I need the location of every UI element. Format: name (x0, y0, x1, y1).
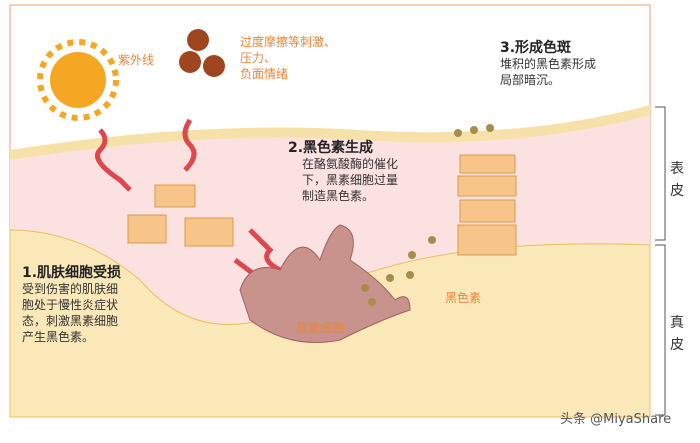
epidermis-label: 表 皮 (670, 158, 684, 202)
step1-title: 1.肌肤细胞受损 (22, 265, 122, 281)
epidermis-char: 皮 (670, 183, 684, 199)
melanin-label: 黑色素 (445, 291, 482, 305)
step3: 3.形成色斑 堆积的黑色素形成 局部暗沉。 (500, 40, 596, 88)
step3-line: 堆积的黑色素形成 (500, 57, 597, 71)
step1-line: 产生黑色素。 (22, 330, 95, 344)
skin-cells (127, 154, 517, 256)
stress-balls-icon (179, 29, 225, 77)
step2-line: 下，黑素细胞过量 (302, 173, 399, 187)
stimulus-line: 压力、 (240, 51, 277, 65)
sun-icon (37, 39, 119, 121)
step1-line: 态，刺激黑素细胞 (22, 314, 119, 328)
dermis-char: 皮 (670, 337, 684, 353)
step3-title: 3.形成色斑 (500, 40, 572, 56)
layer-brackets (655, 106, 666, 416)
step1-line: 胞处于慢性炎症状 (22, 298, 119, 312)
melanocyte-shape (239, 224, 411, 343)
stimulus-line: 负面情绪 (240, 67, 289, 81)
stimulus-label: 过度摩擦等刺激、 压力、 负面情绪 (240, 34, 336, 82)
stimulus-line: 过度摩擦等刺激、 (240, 35, 337, 49)
melanin-dots (361, 124, 494, 306)
step2-line: 在酪氨酸酶的催化 (302, 157, 399, 171)
melanocyte-label: 黑素细胞 (296, 321, 345, 335)
dermis-char: 真 (670, 315, 684, 331)
step2-title: 2.黑色素生成 (288, 140, 374, 156)
epidermis-char: 表 (670, 161, 684, 177)
step2: 2.黑色素生成 在酪氨酸酶的催化 下，黑素细胞过量 制造黑色素。 (288, 140, 398, 204)
step3-line: 局部暗沉。 (500, 73, 561, 87)
step1: 1.肌肤细胞受损 受到伤害的肌肤细 胞处于慢性炎症状 态，刺激黑素细胞 产生黑色… (22, 265, 121, 345)
watermark: 头条 @MiyaShare (560, 412, 672, 427)
step2-line: 制造黑色素。 (302, 189, 375, 203)
step1-line: 受到伤害的肌肤细 (22, 282, 119, 296)
dermis-label: 真 皮 (670, 312, 684, 356)
uv-label: 紫外线 (118, 53, 155, 67)
